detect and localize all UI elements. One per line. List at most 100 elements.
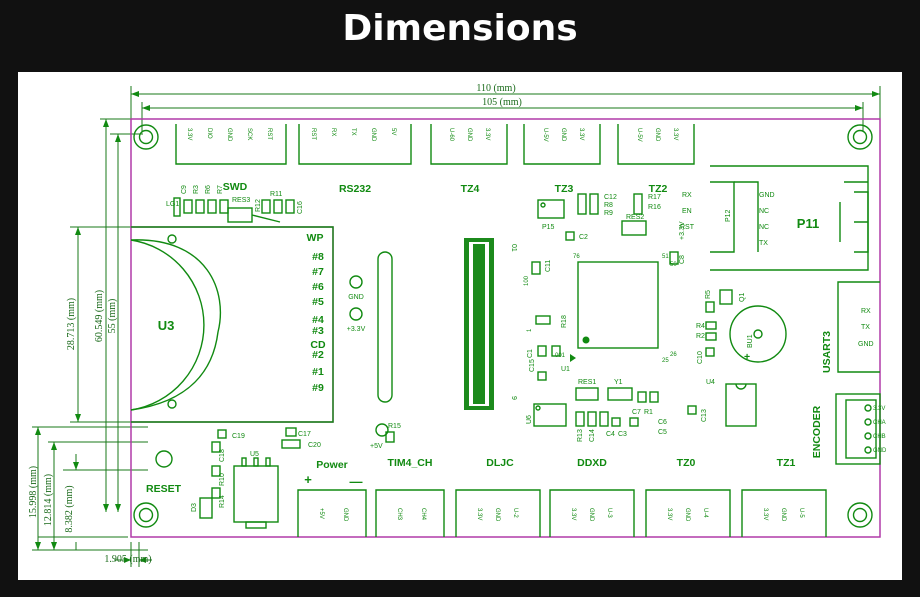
svg-text:CHB: CHB <box>873 434 886 440</box>
svg-text:GND: GND <box>759 192 775 199</box>
mcu-surround-components: C11 100 R18 C15 C1 1 C8 +3.3V <box>524 221 686 381</box>
encoder-connector: 3.3V CHA CHB GND <box>835 393 887 465</box>
svg-text:R11: R11 <box>270 191 282 198</box>
power-minus-sign: — <box>350 474 363 489</box>
svg-text:GND: GND <box>588 508 594 522</box>
svg-text:R6: R6 <box>205 185 212 194</box>
svg-text:D3: D3 <box>191 503 198 512</box>
label-rs232: RS232 <box>339 183 371 195</box>
dim-8382: 8.382 (mm) <box>64 485 75 532</box>
bottom-connector-tim4: CH3 CH4 <box>375 489 445 537</box>
top-connector-tz3: U-5V GND 3.3V <box>523 124 601 165</box>
label-tz3: TZ3 <box>555 183 574 195</box>
svg-text:3.3V: 3.3V <box>672 128 678 140</box>
label-testpoint-33v: +3.3V <box>347 326 366 333</box>
svg-text:C10: C10 <box>697 351 704 364</box>
label-testpoint-gnd: GND <box>348 294 364 301</box>
svg-text:C11: C11 <box>545 260 552 272</box>
top-connector-tz4: U-60 GND 3.3V <box>430 124 508 165</box>
svg-text:C12: C12 <box>604 194 617 201</box>
svg-text:R2: R2 <box>696 333 705 340</box>
svg-text:#7: #7 <box>312 266 324 278</box>
svg-text:C1: C1 <box>527 349 534 358</box>
label-reset: RESET <box>146 483 182 495</box>
testpoint-5v <box>375 423 389 437</box>
svg-text:U-3: U-3 <box>606 508 612 518</box>
testpoint-gnd <box>349 275 363 289</box>
svg-text:#1: #1 <box>312 366 324 378</box>
svg-text:R17: R17 <box>648 194 661 201</box>
svg-text:+: + <box>744 351 750 363</box>
svg-text:P12: P12 <box>725 209 732 222</box>
svg-text:GND: GND <box>466 128 472 142</box>
dimension-lines <box>32 86 881 567</box>
svg-text:#3: #3 <box>312 325 324 337</box>
dim-height-u3: 28.713 (mm) <box>66 298 77 350</box>
bottom-connector-dljc: 3.3V GND U-2 <box>455 489 541 537</box>
svg-text:R3: R3 <box>193 185 200 194</box>
svg-text:RES2: RES2 <box>626 214 644 221</box>
svg-text:RES1: RES1 <box>578 379 596 386</box>
svg-text:R13: R13 <box>577 429 584 442</box>
svg-text:3.3V: 3.3V <box>570 508 576 520</box>
svg-text:TX: TX <box>350 128 356 136</box>
svg-text:U-4: U-4 <box>702 508 708 518</box>
dim-15998: 15.998 (mm) <box>28 466 39 518</box>
svg-text:LG1: LG1 <box>166 201 179 208</box>
page-title: Dimensions <box>342 8 578 49</box>
svg-text:NC: NC <box>759 224 769 231</box>
svg-text:GND: GND <box>780 508 786 522</box>
label-tz2: TZ2 <box>649 183 668 195</box>
p12-connector: P12 <box>710 165 869 271</box>
svg-text:#9: #9 <box>312 382 324 394</box>
svg-text:+3.3V: +3.3V <box>679 221 686 240</box>
dim-width-holes: 105 (mm) <box>482 97 522 108</box>
svg-text:R9: R9 <box>604 210 613 217</box>
long-header: 01 9 <box>464 238 517 410</box>
buzzer-bu1: BU1 + <box>729 305 787 363</box>
label-wp: WP <box>307 232 324 244</box>
dim-height-board: 60.549 (mm) <box>94 290 105 342</box>
svg-text:U-5V: U-5V <box>542 128 548 142</box>
svg-text:C14: C14 <box>589 429 596 442</box>
board-outline <box>130 118 881 538</box>
svg-text:3.3V: 3.3V <box>762 508 768 520</box>
svg-text:C13: C13 <box>701 409 708 422</box>
svg-text:R15: R15 <box>388 423 401 430</box>
power-area-components: C19 C17 C20 C18 R10 D3 R14 R15 <box>191 423 401 519</box>
svg-text:SCK: SCK <box>246 128 252 140</box>
svg-text:Q1: Q1 <box>739 293 746 302</box>
svg-text:CH4: CH4 <box>420 508 426 521</box>
svg-text:100: 100 <box>524 275 530 286</box>
svg-text:R4: R4 <box>696 323 705 330</box>
svg-text:#2: #2 <box>312 349 324 361</box>
svg-text:C18: C18 <box>219 449 226 462</box>
svg-text:3.3V: 3.3V <box>873 406 885 412</box>
bottom-connector-tz0: 3.3V GND U-4 <box>645 489 731 537</box>
svg-text:U-2: U-2 <box>512 508 518 518</box>
label-tz4: TZ4 <box>461 183 480 195</box>
svg-text:1: 1 <box>527 328 533 332</box>
label-testpoint-5v: +5V <box>370 443 383 450</box>
power-plus-sign: + <box>304 472 312 487</box>
svg-text:R12: R12 <box>255 199 262 212</box>
svg-text:R14: R14 <box>219 495 226 508</box>
svg-text:C20: C20 <box>308 442 321 449</box>
svg-text:#4: #4 <box>312 314 324 326</box>
reset-button <box>155 450 173 468</box>
svg-text:Y1: Y1 <box>614 379 623 386</box>
label-usart3: USART3 <box>821 331 833 373</box>
svg-text:#8: #8 <box>312 251 324 263</box>
svg-text:U-60: U-60 <box>448 128 454 142</box>
top-connector-tz2: U-5V GND 3.3V <box>617 124 695 165</box>
svg-text:C4: C4 <box>606 431 615 438</box>
svg-text:RST: RST <box>310 128 316 140</box>
svg-text:U4: U4 <box>706 379 715 386</box>
label-dljc: DLJC <box>486 457 514 469</box>
regulator-u5: U5 <box>233 451 279 529</box>
pcb-dimension-diagram: 110 (mm) 105 (mm) 60.549 (mm) 55 (mm) 28… <box>28 83 887 567</box>
dim-height-holes: 55 (mm) <box>107 299 118 334</box>
sd-pin-labels: #8 #7 #6 #5 #4 #3 #2 #1 #9 <box>312 251 324 394</box>
svg-text:C16: C16 <box>297 201 304 214</box>
dim-12814: 12.814 (mm) <box>43 474 54 526</box>
